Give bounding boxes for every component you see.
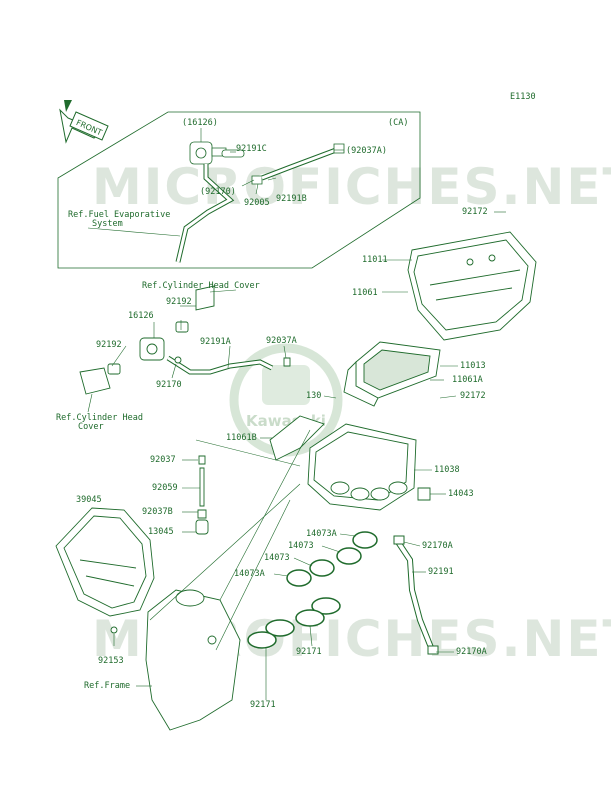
ref-fuel-evaporative: Ref.Fuel Evaporative [68, 210, 171, 220]
label-14073-2: 14073 [264, 553, 290, 563]
inset-code: (CA) [388, 118, 409, 128]
label-92037b: 92037B [142, 507, 173, 517]
kawasaki-logo: Kawasaki [234, 348, 338, 452]
air-switching-valve [80, 286, 290, 394]
watermark-top: MICROFICHES.NET [92, 158, 611, 216]
label-92170a-2: 92170A [456, 647, 487, 657]
label-16126-paren: (16126) [182, 118, 218, 128]
intake-duct [56, 508, 154, 616]
label-39045: 39045 [76, 495, 102, 505]
part-14043 [418, 488, 430, 500]
drain-plug [196, 456, 208, 534]
label-92170a-1: 92170A [422, 541, 453, 551]
label-13045: 13045 [148, 527, 174, 537]
front-arrow-icon: FRONT [60, 100, 108, 142]
label-14073-1: 14073 [288, 541, 314, 551]
air-filter [344, 342, 440, 406]
label-14073a-1: 14073A [306, 529, 337, 539]
air-cleaner-cover [408, 232, 536, 340]
ref-cylinder-head: Ref.Cylinder Head [56, 413, 143, 423]
ref-frame: Ref.Frame [84, 681, 131, 691]
label-92170-paren: (92170) [200, 187, 236, 197]
label-92172-top: 92172 [462, 207, 488, 217]
label-92191a: 92191A [200, 337, 231, 347]
ref-fuel-system: System [92, 219, 123, 229]
label-11038: 11038 [434, 465, 460, 475]
label-14073a-2: 14073A [234, 569, 265, 579]
label-92171-2: 92171 [250, 700, 276, 710]
label-92153: 92153 [98, 656, 124, 666]
label-92171-1: 92171 [296, 647, 322, 657]
frame [111, 590, 240, 730]
label-92059: 92059 [152, 483, 178, 493]
drain-hose [394, 536, 438, 654]
diagram-id: E1130 [510, 92, 536, 102]
label-92037a: 92037A [266, 336, 297, 346]
velocity-stacks [248, 532, 377, 648]
label-130: 130 [306, 391, 322, 401]
leader-lines [88, 128, 506, 700]
label-92170: 92170 [156, 380, 182, 390]
label-92191b: 92191B [276, 194, 307, 204]
ref-cover: Cover [78, 422, 104, 432]
label-92191: 92191 [428, 567, 454, 577]
label-92192-top: 92192 [166, 297, 192, 307]
ca-inset-box [58, 112, 420, 268]
label-92191c: 92191C [236, 144, 267, 154]
label-92172-mid: 92172 [460, 391, 486, 401]
ref-cylinder-head-cover-top: Ref.Cylinder Head Cover [142, 281, 260, 291]
label-92037a-paren: (92037A) [346, 146, 387, 156]
label-92037: 92037 [150, 455, 176, 465]
label-11011: 11011 [362, 255, 388, 265]
label-11061: 11061 [352, 288, 378, 298]
label-11013: 11013 [460, 361, 486, 371]
air-box [270, 416, 416, 510]
label-11061a: 11061A [452, 375, 483, 385]
label-11061b: 11061B [226, 433, 257, 443]
label-92192-left: 92192 [96, 340, 122, 350]
label-16126: 16126 [128, 311, 154, 321]
label-14043: 14043 [448, 489, 474, 499]
label-92005: 92005 [244, 198, 270, 208]
